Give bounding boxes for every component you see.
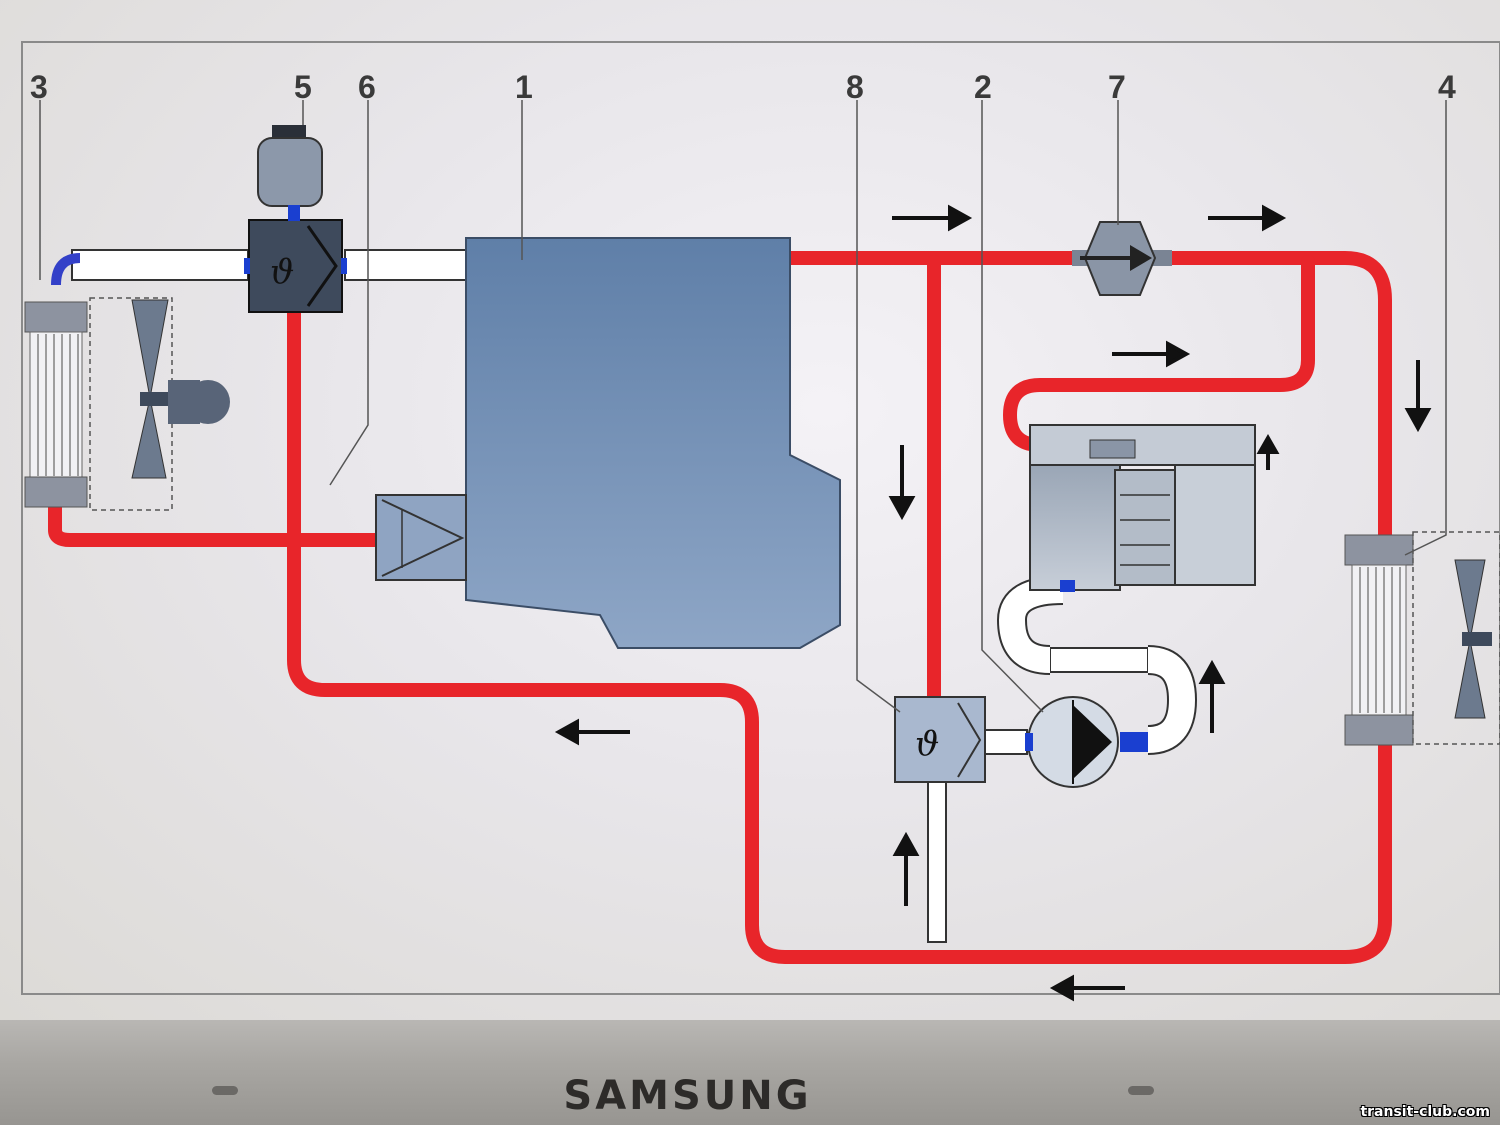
circulation-pump xyxy=(1025,696,1148,788)
thermostat-symbol: ϑ xyxy=(270,252,294,292)
watermark-text: transit-club.com xyxy=(1360,1104,1490,1120)
arrow-right-icon xyxy=(1208,204,1287,232)
label-6: 6 xyxy=(358,69,376,105)
radiator-top-connector xyxy=(51,253,81,286)
arrow-right-icon xyxy=(892,204,973,232)
cold-pipes xyxy=(71,249,1149,943)
arrow-down-icon xyxy=(888,445,916,521)
label-2: 2 xyxy=(974,69,992,105)
label-4: 4 xyxy=(1438,69,1456,105)
auxiliary-heater xyxy=(1029,424,1256,592)
main-thermostat: ϑ xyxy=(244,219,347,313)
status-led-left xyxy=(212,1086,238,1095)
arrow-up-icon xyxy=(1198,659,1226,733)
laptop-bezel xyxy=(0,1020,1500,1125)
thermostat-8-symbol: ϑ xyxy=(915,724,939,764)
arrow-right-icon xyxy=(1112,340,1191,368)
cabin-heater-fan xyxy=(1454,559,1492,719)
leader-lines xyxy=(39,100,1447,713)
label-8: 8 xyxy=(846,69,864,105)
label-7: 7 xyxy=(1108,69,1126,105)
laptop-brand-logo: SAMSUNG xyxy=(563,1073,812,1119)
coolant-circuit-diagram: ϑ xyxy=(21,41,1500,1002)
label-1: 1 xyxy=(515,69,533,105)
label-5: 5 xyxy=(294,69,312,105)
hot-pipes xyxy=(48,251,1392,964)
arrow-left-icon xyxy=(1049,974,1125,1002)
flow-arrows xyxy=(554,204,1432,1002)
arrow-left-icon xyxy=(554,718,630,746)
diagram-frame xyxy=(21,41,1500,995)
arrow-up-icon xyxy=(1256,433,1280,470)
engine-block xyxy=(465,237,841,649)
main-radiator xyxy=(24,297,173,511)
status-led-right xyxy=(1128,1086,1154,1095)
label-3: 3 xyxy=(30,69,48,105)
cabin-heat-exchanger xyxy=(1344,531,1500,746)
main-radiator-fan xyxy=(131,299,230,479)
arrow-down-icon xyxy=(1404,360,1432,433)
arrow-up-icon xyxy=(892,831,920,906)
expansion-tank xyxy=(257,125,323,221)
component-labels: 3 5 6 1 8 2 7 4 xyxy=(30,69,1456,105)
engine-heat-exchanger xyxy=(375,494,467,581)
shutoff-valve xyxy=(1072,221,1172,296)
heater-thermostat: ϑ xyxy=(894,696,986,783)
